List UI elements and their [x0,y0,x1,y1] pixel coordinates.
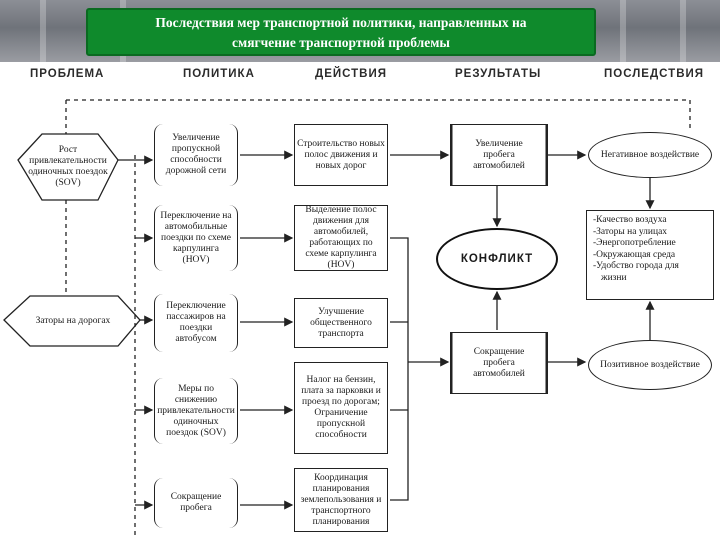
policy-sov-measures: Меры по снижению привлекательности одино… [154,378,238,444]
banner-stripe [40,0,46,62]
policy-hov-switch: Переключение на автомобильные поездки по… [154,205,238,271]
factor-item: -Энергопотребление [593,238,676,248]
result-mileage-increase: Увеличение пробега автомобилей [450,124,548,186]
consequence-negative: Негативное воздействие [588,132,712,178]
problem-sov-growth: Рост привлекательности одиночных поездок… [28,145,108,188]
action-hov-lanes: Выделение полос движения для автомобилей… [294,205,388,271]
column-header-problem: ПРОБЛЕМА [30,68,105,80]
top-dashed-line [66,99,691,132]
result-conflict: КОНФЛИКТ [436,228,558,290]
action-public-transport: Улучшение общественного транспорта [294,298,388,348]
consequence-factors: -Качество воздуха -Заторы на улицах -Эне… [586,210,714,300]
banner-stripe [680,0,686,62]
title-line-1: Последствия мер транспортной политики, н… [155,15,527,30]
factor-item: -Заторы на улицах [593,226,668,237]
result-mileage-decrease: Сокращение пробега автомобилей [450,332,548,394]
column-header-actions: ДЕЙСТВИЯ [315,68,388,80]
column-header-consequences: ПОСЛЕДСТВИЯ [604,68,705,80]
policy-mileage-reduction: Сокращение пробега [154,478,238,528]
column-header-policy: ПОЛИТИКА [183,68,255,80]
factor-item: -Удобство города для [593,261,679,271]
title-line-2: смягчение транспортной проблемы [232,35,450,50]
problem-congestion: Заторы на дорогах [35,315,111,326]
action-land-use-coordination: Координация планирования землепользовани… [294,468,388,532]
slide-title: Последствия мер транспортной политики, н… [86,8,596,56]
factor-item: -Качество воздуха [593,215,667,225]
banner-stripe [620,0,626,62]
consequence-positive: Позитивное воздействие [588,340,712,390]
factor-item: -Окружающая среда [593,249,676,260]
policy-bus-switch: Переключение пассажиров на поездки автоб… [154,294,238,352]
column-header-results: РЕЗУЛЬТАТЫ [455,68,542,80]
policy-road-capacity: Увеличение пропускной способности дорожн… [154,124,238,186]
action-taxes-fees: Налог на бензин, плата за парковки и про… [294,362,388,454]
factor-item: жизни [601,272,627,283]
action-new-roads: Строительство новых полос движения и нов… [294,124,388,186]
